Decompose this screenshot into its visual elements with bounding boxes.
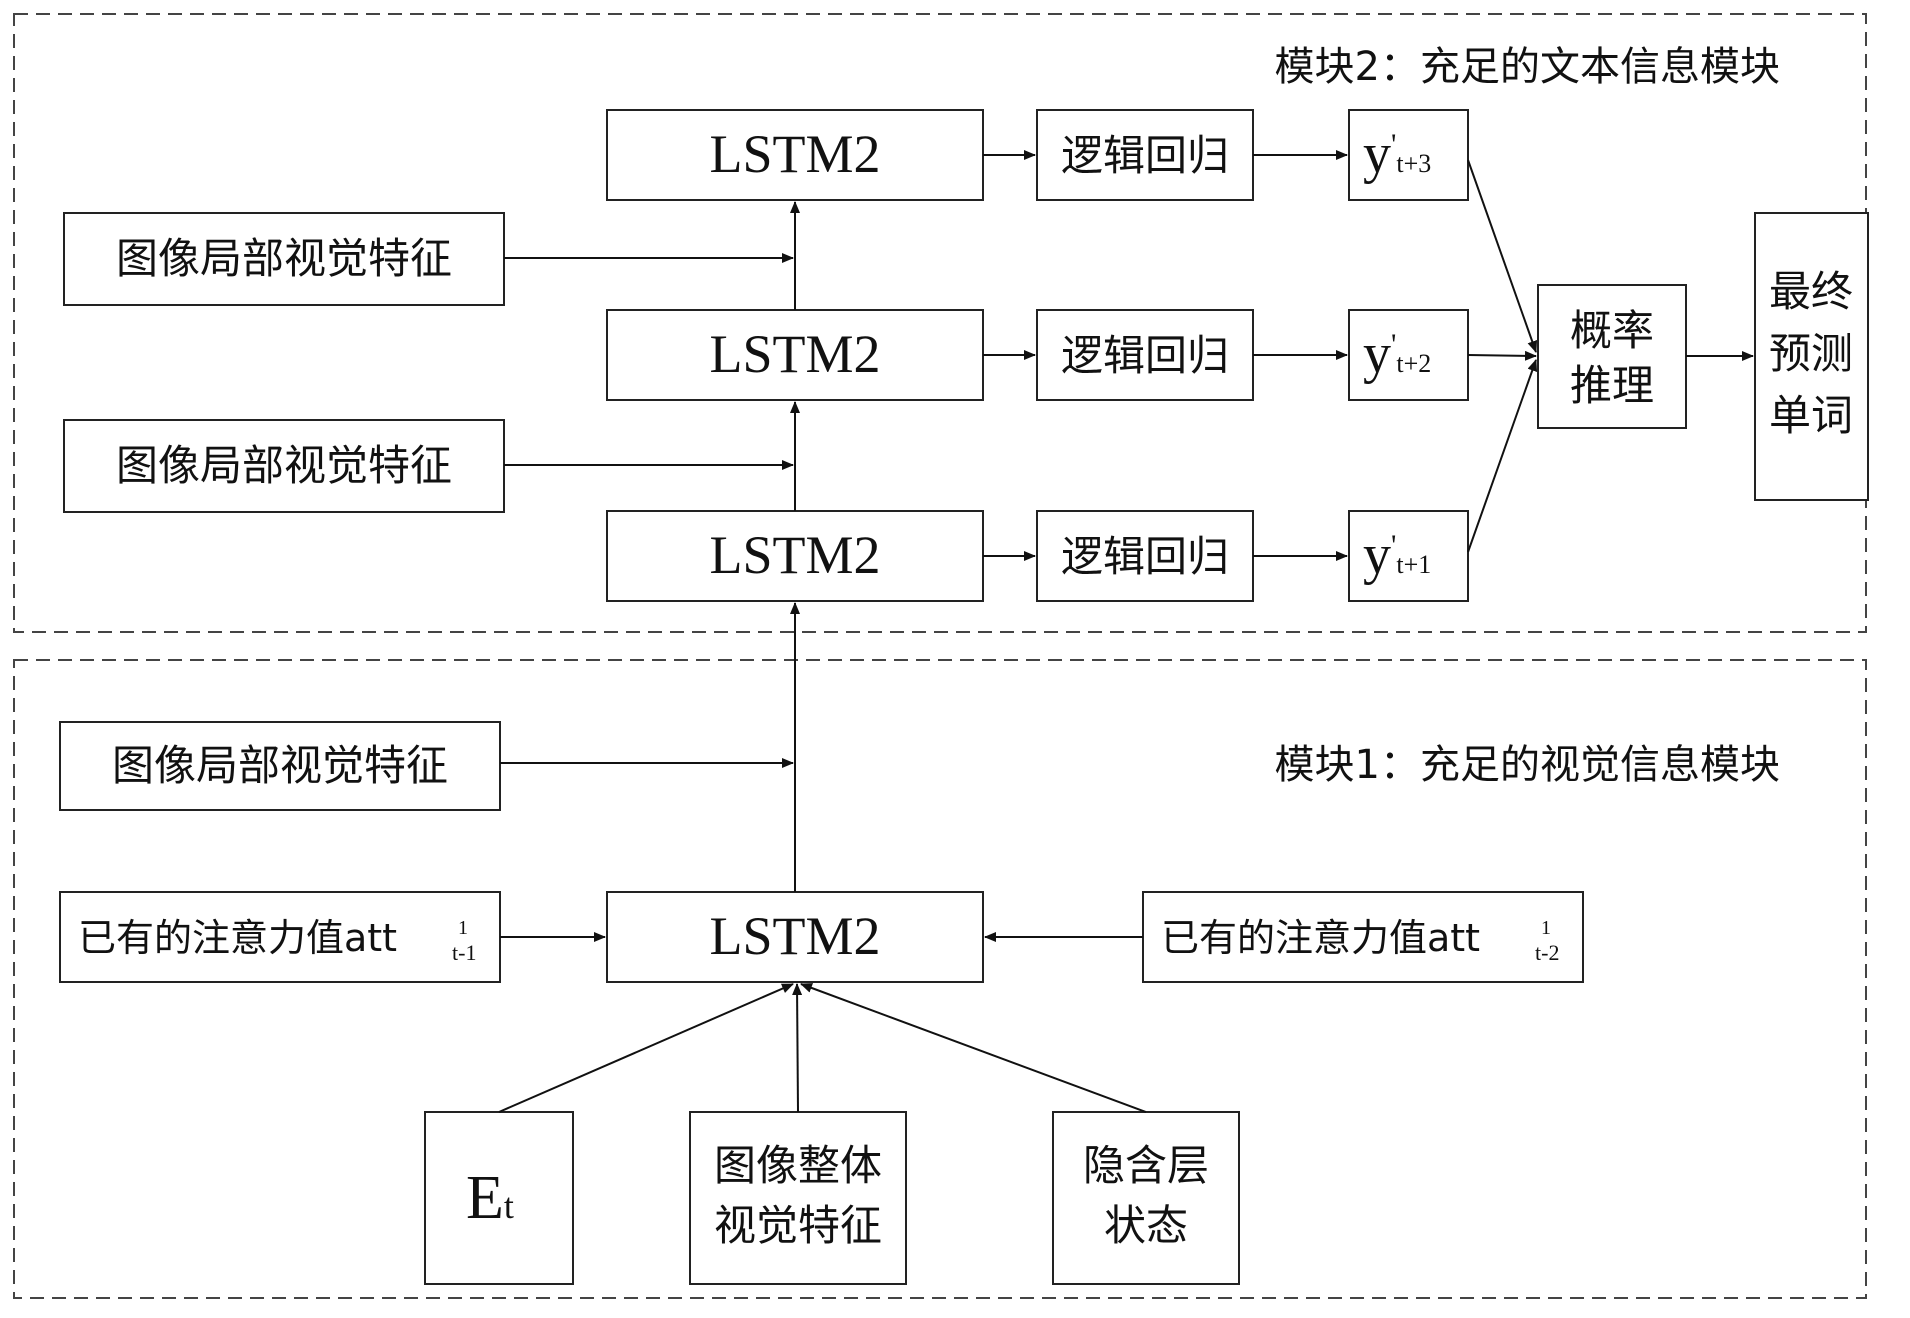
- svg-text:视觉特征: 视觉特征: [714, 1201, 882, 1250]
- logreg-box-bottom: 逻辑回归: [1036, 510, 1254, 602]
- probability-inference-box: 概率 推理: [1537, 284, 1687, 429]
- svg-text:逻辑回归: 逻辑回归: [1061, 331, 1229, 380]
- svg-text:推理: 推理: [1570, 361, 1654, 410]
- logreg-box-middle: 逻辑回归: [1036, 309, 1254, 401]
- local-feature-box-2: 图像局部视觉特征: [63, 419, 505, 513]
- y-output-box-top: y't+3: [1348, 109, 1469, 201]
- svg-text:逻辑回归: 逻辑回归: [1061, 532, 1229, 581]
- svg-text:y't+2: y't+2: [1363, 323, 1431, 385]
- edge-et-to-lstm: [498, 983, 794, 1113]
- svg-text:LSTM2: LSTM2: [709, 124, 880, 184]
- global-feature-box: 图像整体 视觉特征: [689, 1111, 907, 1285]
- svg-text:LSTM2: LSTM2: [709, 525, 880, 585]
- svg-text:y't+3: y't+3: [1363, 123, 1431, 185]
- edge-y-top-to-prob: [1467, 159, 1538, 353]
- lstm-box-middle: LSTM2: [606, 309, 984, 401]
- hidden-state-box: 隐含层 状态: [1052, 1111, 1240, 1285]
- lstm-box-visual: LSTM2: [606, 891, 984, 983]
- svg-text:Et: Et: [466, 1164, 514, 1232]
- svg-text:图像整体: 图像整体: [714, 1141, 882, 1190]
- svg-text:t-2: t-2: [1535, 940, 1559, 965]
- svg-text:逻辑回归: 逻辑回归: [1061, 131, 1229, 180]
- lstm-box-top: LSTM2: [606, 109, 984, 201]
- svg-text:概率: 概率: [1570, 306, 1654, 355]
- edge-hidden-to-lstm: [800, 983, 1147, 1113]
- y-output-box-middle: y't+2: [1348, 309, 1469, 401]
- svg-text:状态: 状态: [1104, 1201, 1188, 1250]
- edge-y-mid-to-prob: [1467, 350, 1537, 361]
- svg-text:图像局部视觉特征: 图像局部视觉特征: [112, 741, 448, 790]
- local-feature-box-1: 图像局部视觉特征: [63, 212, 505, 306]
- visual-module-title: 模块1：充足的视觉信息模块: [1275, 742, 1780, 788]
- edge-global-to-lstm: [792, 983, 803, 1113]
- svg-text:图像局部视觉特征: 图像局部视觉特征: [116, 441, 452, 490]
- svg-text:已有的注意力值att: 已有的注意力值att: [1161, 916, 1480, 960]
- et-input-box: Et: [424, 1111, 574, 1285]
- svg-text:t-1: t-1: [452, 940, 476, 965]
- local-feature-box-3: 图像局部视觉特征: [59, 721, 501, 811]
- attention-box-left: 已有的注意力值att 1 t-1: [59, 891, 501, 983]
- lstm-box-bottom: LSTM2: [606, 510, 984, 602]
- final-prediction-box: 最终 预测 单词: [1754, 212, 1869, 501]
- svg-text:单词: 单词: [1769, 391, 1853, 440]
- svg-text:已有的注意力值att: 已有的注意力值att: [78, 916, 397, 960]
- svg-text:图像局部视觉特征: 图像局部视觉特征: [116, 234, 452, 283]
- logreg-box-top: 逻辑回归: [1036, 109, 1254, 201]
- svg-text:预测: 预测: [1769, 329, 1853, 378]
- attention-box-right: 已有的注意力值att 1 t-2: [1142, 891, 1584, 983]
- svg-text:1: 1: [1541, 917, 1551, 939]
- svg-text:y't+1: y't+1: [1363, 524, 1431, 586]
- edge-y-bottom-to-prob: [1467, 359, 1538, 553]
- visual-module-region: [13, 659, 1867, 1299]
- svg-text:隐含层: 隐含层: [1083, 1141, 1209, 1190]
- svg-text:LSTM2: LSTM2: [709, 906, 880, 966]
- y-output-box-bottom: y't+1: [1348, 510, 1469, 602]
- text-module-title: 模块2：充足的文本信息模块: [1275, 44, 1780, 90]
- svg-text:1: 1: [458, 917, 468, 939]
- svg-text:最终: 最终: [1769, 267, 1853, 316]
- svg-text:LSTM2: LSTM2: [709, 324, 880, 384]
